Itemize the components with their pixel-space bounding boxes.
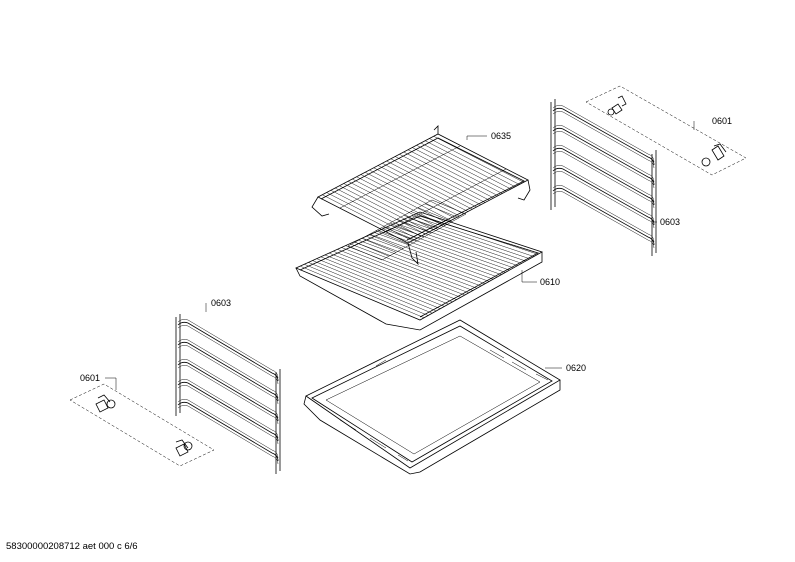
side-rail-left[interactable] (175, 314, 281, 474)
wire-rack-bottom[interactable] (294, 199, 543, 331)
label-side-rail-left: 0603 (211, 298, 231, 308)
wire-rack-top[interactable] (311, 125, 531, 266)
label-side-rail-right: 0603 (660, 217, 680, 227)
baking-tray[interactable] (303, 319, 561, 475)
label-baking-tray: 0620 (566, 363, 586, 373)
label-rack-top: 0635 (491, 131, 511, 141)
leader-lines (105, 121, 695, 390)
label-clips-left: 0601 (80, 373, 100, 383)
label-clips-right: 0601 (712, 116, 732, 126)
side-rail-right[interactable] (550, 99, 657, 256)
document-footer: 58300000208712 aet 000 c 6/6 (6, 541, 138, 552)
clip-set-left[interactable] (69, 383, 215, 467)
label-rack-bottom: 0610 (540, 277, 560, 287)
clip-set-right[interactable] (585, 85, 747, 176)
